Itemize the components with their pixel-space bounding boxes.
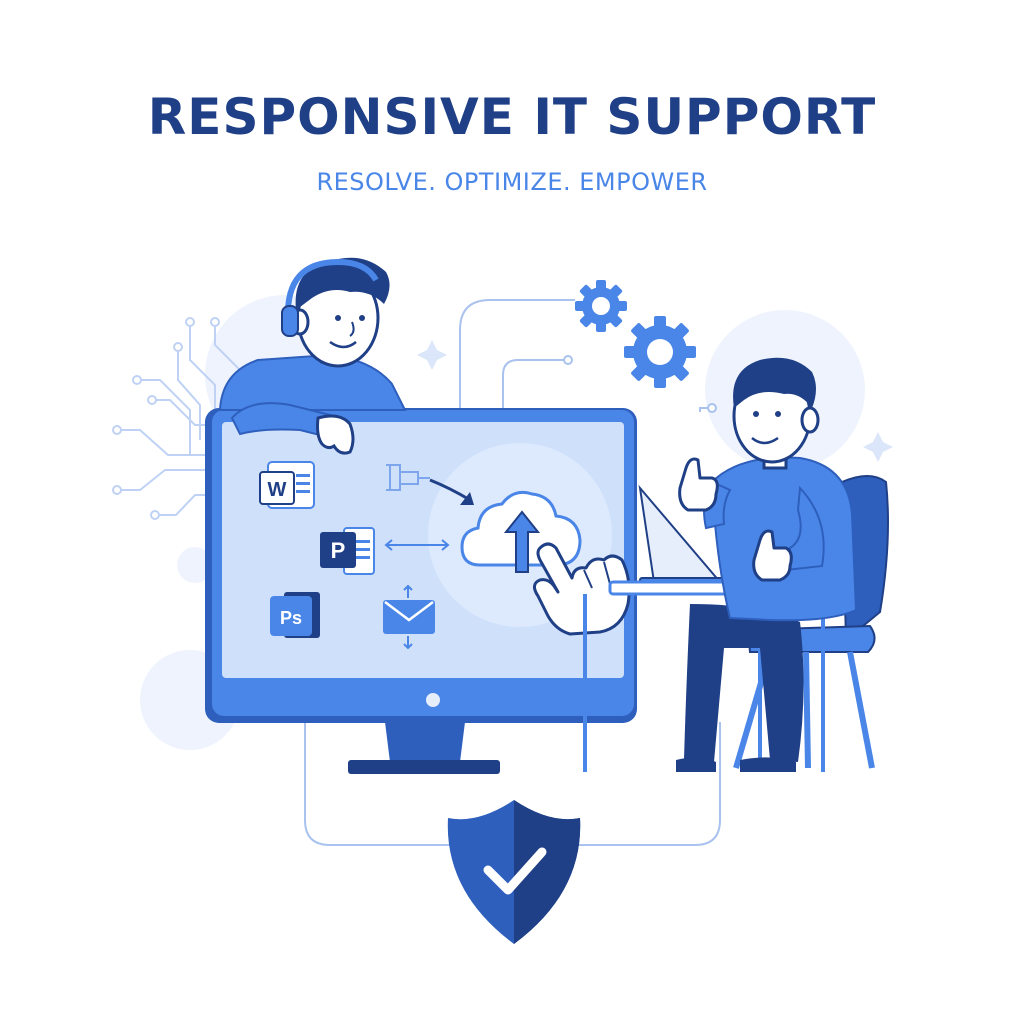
photoshop-icon: Ps [270,592,320,638]
curved-arrow [429,478,474,505]
page-title: RESPONSIVE IT SUPPORT [147,88,877,146]
thumbs-up-hand [678,457,719,512]
pointer-hand-icon [533,542,631,636]
gear-icon [575,280,627,332]
circuit-nodes [112,317,220,520]
circuit-lines [120,325,241,516]
connector-nodes [563,355,717,413]
sync-arrow [384,539,450,551]
word-icon: W [259,461,315,509]
shield-check-icon [447,800,581,944]
thumbs-up-hand [752,529,793,582]
page-subtitle: RESOLVE. OPTIMIZE. EMPOWER [316,168,708,196]
email-icon [383,584,435,650]
monitor-base [348,760,500,774]
workflow-icon [386,464,430,491]
support-agent [218,257,407,455]
gear-icon [624,316,696,388]
powerpoint-letter: P [331,538,346,563]
user-at-desk [583,357,889,772]
headset-icon [281,258,379,337]
powerpoint-icon: P [320,527,375,575]
power-button [426,693,440,707]
photoshop-letter: Ps [280,608,302,628]
connector-lines [304,299,721,846]
word-letter: W [268,479,287,501]
monitor-stand [385,722,465,762]
